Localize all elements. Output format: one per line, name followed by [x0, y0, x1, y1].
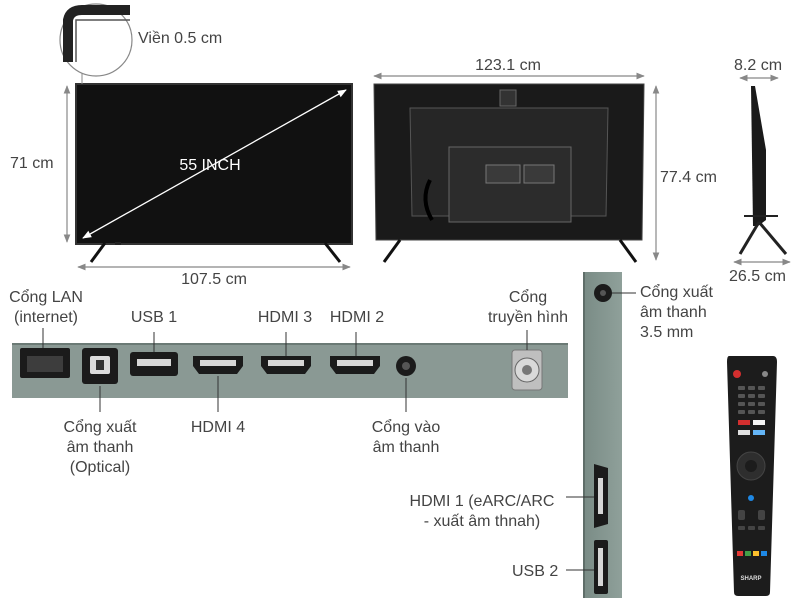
usb2-port-icon: [594, 540, 608, 594]
hdmi1-port-label: HDMI 1 (eARC/ARC- xuất âm thnah): [409, 493, 555, 530]
hdmi4-port-icon: [193, 356, 243, 374]
audio-in-port-icon: [396, 356, 416, 376]
lan-port-icon: [20, 348, 70, 378]
remote-color-button-green: [745, 551, 751, 556]
hdmi2-port-label: HDMI 2: [329, 309, 385, 326]
depth-stand-label: 26.5 cm: [729, 268, 786, 285]
side-leader-lines: [566, 292, 636, 571]
tv-front: [75, 83, 353, 263]
height-front-label: 71 cm: [10, 155, 54, 172]
bezel-label: Viền 0.5 cm: [138, 30, 223, 47]
remote-brand: SHARP: [740, 576, 761, 582]
tv-back: [373, 83, 645, 263]
usb2-port-label: USB 2: [512, 563, 559, 580]
hdmi3-port-label: HDMI 3: [257, 309, 313, 326]
width-front-label: 107.5 cm: [181, 271, 247, 288]
usb1-port-label: USB 1: [130, 309, 178, 326]
netflix-key-icon: [738, 420, 750, 425]
height-stand-label: 77.4 cm: [660, 169, 717, 186]
tv-side: [738, 86, 788, 255]
remote-color-button-red: [737, 551, 743, 556]
remote-control: SHARP: [727, 356, 777, 596]
audio-out-port-icon: [594, 284, 612, 302]
usb1-port-icon: [130, 352, 178, 376]
width-stand-label: 123.1 cm: [475, 57, 541, 74]
google-play-key-icon: [738, 430, 750, 435]
optical-port-icon: [82, 348, 118, 384]
port-leader-lines: [42, 328, 528, 412]
remote-color-button-yellow: [753, 551, 759, 556]
hdmi1-port-icon: [594, 464, 608, 528]
hdmi2-port-icon: [330, 356, 380, 374]
diagonal-label: 55 INCH: [179, 157, 240, 174]
antenna-port-icon: [511, 349, 543, 391]
depth-top-label: 8.2 cm: [734, 57, 783, 74]
bezel-zoom: [59, 3, 133, 84]
hdmi4-port-label: HDMI 4: [190, 419, 246, 436]
prime-video-key-icon: [753, 430, 765, 435]
lan-port-label: Cổng LAN(internet): [9, 289, 83, 326]
youtube-key-icon: [753, 420, 765, 425]
remote-color-button-blue: [761, 551, 767, 556]
hdmi3-port-icon: [261, 356, 311, 374]
assistant-key-icon: [748, 495, 754, 501]
